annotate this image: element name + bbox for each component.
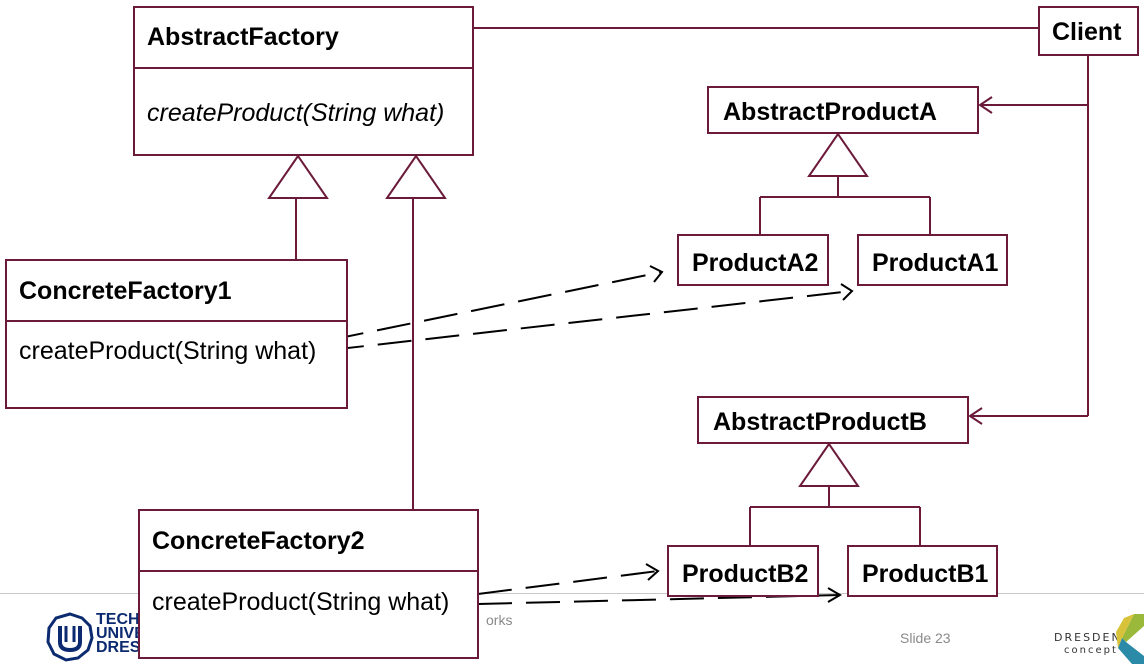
abstract-product-a-name: AbstractProductA: [723, 98, 937, 126]
dresden-logo-line-2: concept: [1064, 645, 1118, 656]
footer-divider: [0, 593, 1144, 594]
concrete-factory1-name-compartment: ConcreteFactory1: [7, 261, 346, 322]
product-b2-class: ProductB2: [667, 545, 819, 597]
concrete-factory2-name-compartment: ConcreteFactory2: [140, 511, 477, 572]
product-a2-name: ProductA2: [692, 249, 819, 277]
abstract-factory-name-compartment: AbstractFactory: [135, 8, 472, 69]
tu-logo-line-1: TECH: [96, 611, 140, 628]
abstract-product-a-class: AbstractProductA: [707, 86, 979, 134]
product-b1-class: ProductB1: [847, 545, 998, 597]
abstract-factory-name: AbstractFactory: [147, 23, 339, 51]
concrete-factory1-operation: createProduct(String what): [19, 337, 317, 365]
abstract-product-b-name: AbstractProductB: [713, 408, 927, 436]
tu-logo-line-2: UNIVE: [96, 625, 145, 642]
dresden-logo-line-1: DRESDEN: [1054, 631, 1122, 644]
client-class: Client: [1038, 6, 1139, 56]
concrete-factory1-name: ConcreteFactory1: [19, 277, 232, 305]
product-b2-name: ProductB2: [682, 560, 809, 588]
slide-number: Slide 23: [900, 630, 951, 646]
concrete-factory2-name: ConcreteFactory2: [152, 527, 365, 555]
abstract-product-b-class: AbstractProductB: [697, 396, 969, 444]
concrete-factory1-class: ConcreteFactory1 createProduct(String wh…: [5, 259, 348, 409]
tu-logo-line-3: DRES: [96, 639, 141, 656]
product-a1-class: ProductA1: [857, 234, 1008, 286]
product-b1-name: ProductB1: [862, 560, 989, 588]
tu-dresden-logo-icon: [46, 612, 94, 662]
dresden-concept-logo-icon: [1116, 614, 1144, 664]
abstract-factory-class: AbstractFactory createProduct(String wha…: [133, 6, 474, 156]
footer-center-text: orks: [486, 612, 513, 628]
concrete-factory2-operation: createProduct(String what): [152, 588, 450, 616]
abstract-factory-operation: createProduct(String what): [147, 99, 445, 127]
concrete-factory2-class: ConcreteFactory2 createProduct(String wh…: [138, 509, 479, 659]
product-a1-name: ProductA1: [872, 249, 999, 277]
client-name: Client: [1052, 18, 1122, 46]
product-a2-class: ProductA2: [677, 234, 829, 286]
